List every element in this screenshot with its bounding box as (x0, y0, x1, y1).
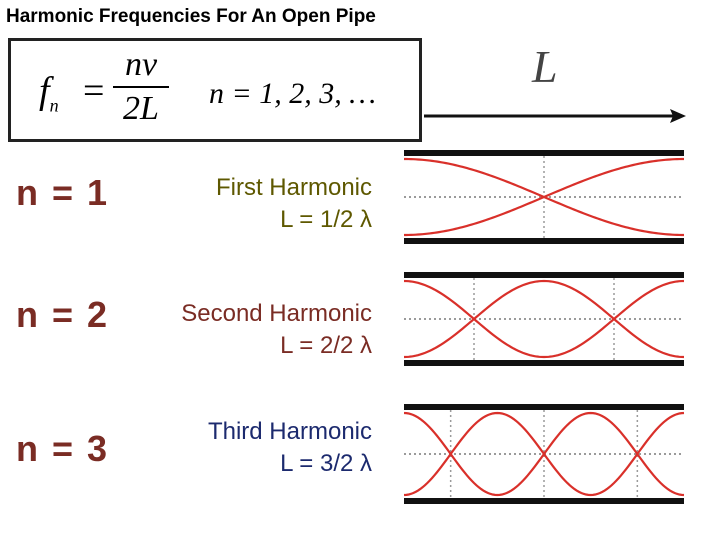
frequency-subscript: n (49, 95, 59, 116)
harmonic-3-n-label: n = 3 (16, 428, 110, 469)
formula-denominator: 2L (123, 90, 159, 127)
pipe-top-wall (404, 404, 684, 410)
pipe-bottom-wall (404, 360, 684, 366)
harmonic-2-pipe-diagram (404, 272, 685, 366)
harmonic-2-n-label: n = 2 (16, 294, 110, 335)
harmonic-2-length: L = 2/2 λ (280, 332, 372, 359)
standing-wave-lower (404, 157, 685, 237)
harmonic-3-name: Third Harmonic (207, 418, 372, 445)
pipe-bottom-wall (404, 498, 684, 504)
harmonic-3-pipe-diagram (404, 404, 685, 504)
formula-fraction: nv 2L (113, 45, 169, 129)
harmonic-3-text: Third Harmonic L = 3/2 λ (208, 416, 372, 480)
standing-wave-lower (404, 411, 685, 497)
length-label: L (532, 41, 558, 92)
pipe-top-wall (404, 150, 684, 156)
formula-box: fn = nv 2L n = 1, 2, 3, … (8, 38, 422, 142)
harmonic-1-name: First Harmonic (215, 174, 372, 201)
formula-lhs: fn (39, 69, 59, 117)
harmonic-2-text: Second Harmonic L = 2/2 λ (181, 298, 372, 362)
standing-wave-lower (404, 279, 685, 359)
length-arrow-icon (424, 109, 686, 123)
pipe-bottom-wall (404, 238, 684, 244)
harmonic-1-length: L = 1/2 λ (280, 206, 372, 233)
harmonic-1-text: First Harmonic L = 1/2 λ (216, 172, 372, 236)
formula-equals: = (83, 70, 105, 112)
pipe-top-wall (404, 272, 684, 278)
page-title: Harmonic Frequencies For An Open Pipe (6, 6, 376, 27)
harmonic-1-pipe-diagram (404, 150, 685, 244)
harmonic-1-n-label: n = 1 (16, 172, 110, 213)
fraction-bar (113, 86, 169, 88)
harmonic-3-length: L = 3/2 λ (280, 450, 372, 477)
harmonic-2-name: Second Harmonic (181, 300, 372, 327)
frequency-symbol: f (39, 70, 50, 112)
n-values: n = 1, 2, 3, … (209, 77, 376, 110)
formula-numerator: nv (124, 46, 158, 83)
standing-wave-upper (404, 279, 685, 359)
